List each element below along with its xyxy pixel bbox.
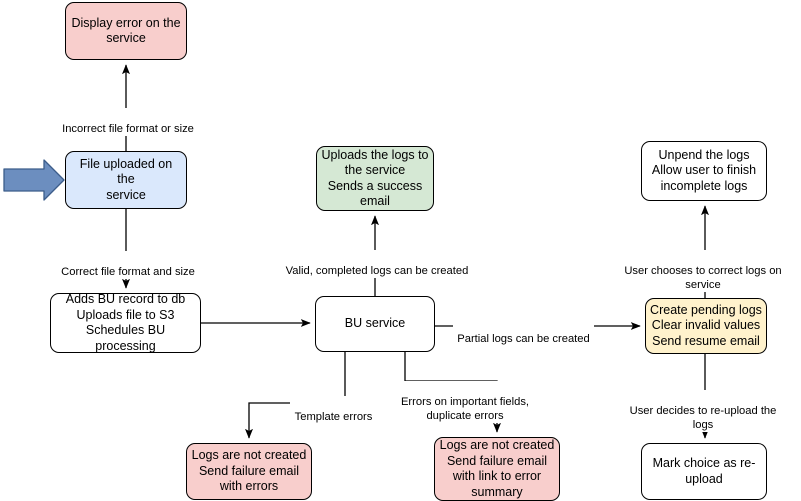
edge-label-errors-important-fields: Errors on important fields, duplicate er… [391, 381, 539, 423]
edge-label-text: Partial logs can be created [457, 333, 590, 345]
edge-label-text: Valid, completed logs can be created [285, 265, 469, 277]
edge-label-template-errors: Template errors [290, 396, 377, 424]
input-arrow [3, 159, 65, 201]
node-create-pending-logs[interactable]: Create pending logs Clear invalid values… [645, 298, 767, 354]
node-label: BU service [344, 316, 406, 331]
node-label: Unpend the logs Allow user to finish inc… [651, 147, 757, 193]
edge-label-user-chooses-correct: User chooses to correct logs on service [605, 250, 801, 292]
edge-label-incorrect-format: Incorrect file format or size [53, 108, 203, 136]
node-uploads-logs[interactable]: Uploads the logs to the service Sends a … [316, 146, 434, 211]
node-label: Logs are not created Send failure email … [191, 448, 307, 494]
edge-label-text: Correct file format and size [61, 266, 195, 278]
node-label: Logs are not created Send failure email … [439, 438, 555, 499]
node-adds-bu-record[interactable]: Adds BU record to db Uploads file to S3 … [50, 292, 201, 353]
node-logs-not-created-summary[interactable]: Logs are not created Send failure email … [434, 437, 560, 501]
node-label: Adds BU record to db Uploads file to S3 … [65, 292, 186, 353]
node-bu-service[interactable]: BU service [315, 296, 435, 352]
node-label: Display error on the service [71, 15, 181, 46]
node-logs-not-created-errors[interactable]: Logs are not created Send failure email … [186, 443, 312, 500]
node-label: File uploaded on the service [79, 156, 173, 202]
node-label: Mark choice as re- upload [652, 456, 756, 486]
edge-label-text: User decides to re-upload the logs [629, 405, 777, 431]
edge-label-valid-completed-logs: Valid, completed logs can be created [278, 250, 476, 278]
node-label: Uploads the logs to the service Sends a … [321, 147, 429, 209]
edge-label-correct-format: Correct file format and size [53, 251, 203, 279]
edge-bu-service-to-logs-not-created-errors [245, 352, 346, 439]
node-file-uploaded[interactable]: File uploaded on the service [65, 151, 187, 209]
node-mark-choice-reupload[interactable]: Mark choice as re- upload [641, 443, 767, 500]
node-display-error[interactable]: Display error on the service [65, 2, 187, 60]
node-unpend-logs[interactable]: Unpend the logs Allow user to finish inc… [641, 141, 767, 201]
edge-label-text: Errors on important fields, duplicate er… [400, 396, 530, 422]
edge-label-partial-logs: Partial logs can be created [453, 318, 594, 346]
edge-label-text: Template errors [294, 411, 373, 423]
edge-label-user-decides-reupload: User decides to re-upload the logs [617, 390, 789, 432]
edge-label-text: User chooses to correct logs on service [624, 265, 782, 291]
node-label: Create pending logs Clear invalid values… [650, 302, 762, 348]
edge-label-text: Incorrect file format or size [62, 123, 194, 135]
